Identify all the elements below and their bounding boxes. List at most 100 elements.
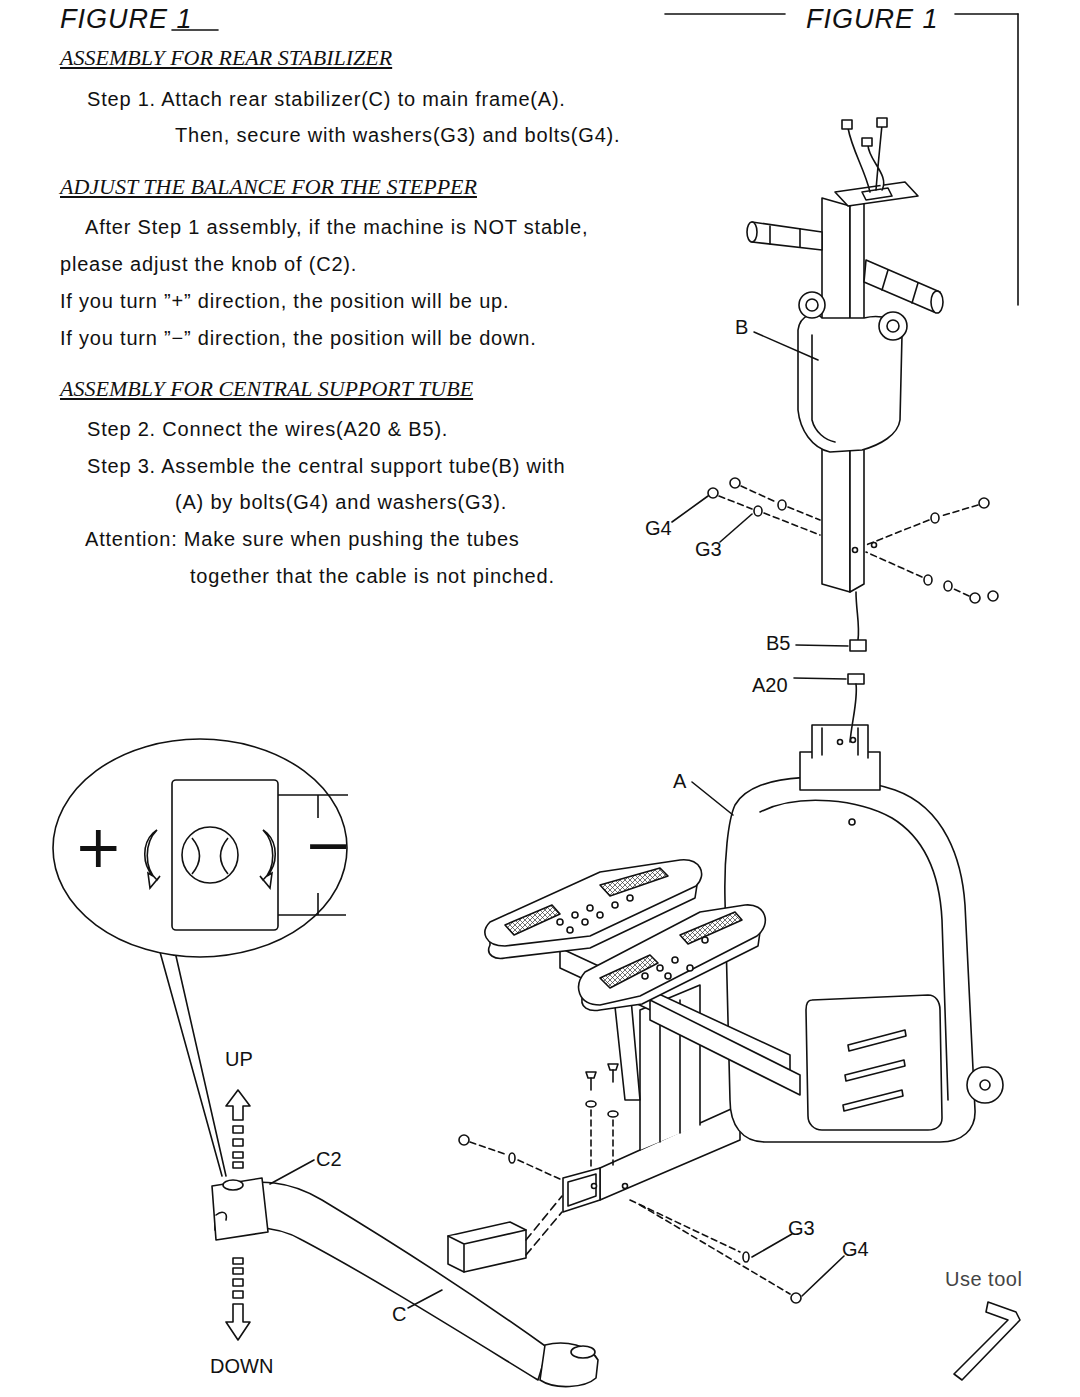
direction-label: DOWN xyxy=(210,1356,273,1376)
central-support-tube xyxy=(770,226,800,247)
pedal xyxy=(579,905,766,1005)
direction-arrow xyxy=(233,1126,243,1133)
section-heading: ADJUST THE BALANCE FOR THE STEPPER xyxy=(60,176,477,198)
main-frame-base xyxy=(568,1174,596,1206)
direction-sign: − xyxy=(304,816,353,874)
direction-arrow xyxy=(226,1090,250,1340)
central-support-tube xyxy=(747,222,757,242)
leader-line xyxy=(672,496,708,522)
direction-sign: + xyxy=(74,818,123,876)
pedal xyxy=(702,937,708,943)
bolt-washer xyxy=(640,1205,790,1294)
figure-rule xyxy=(1017,14,1019,305)
direction-arrow xyxy=(233,1258,243,1264)
central-support-tube xyxy=(848,125,884,192)
main-frame xyxy=(845,1060,905,1081)
central-support-tube xyxy=(877,118,887,127)
rotation-arrow xyxy=(260,830,275,888)
central-support-tube xyxy=(752,222,822,250)
instruction-text: Attention: Make sure when pushing the tu… xyxy=(85,529,520,549)
instruction-text: together that the cable is not pinched. xyxy=(190,566,555,586)
rear-stabilizer xyxy=(212,1178,268,1240)
pedal xyxy=(600,868,668,896)
main-frame xyxy=(967,1067,1003,1103)
main-frame xyxy=(812,725,868,758)
part-label: G3 xyxy=(788,1218,815,1238)
main-frame xyxy=(848,1030,906,1051)
main-frame xyxy=(849,819,855,825)
central-support-tube xyxy=(747,118,943,742)
bolt-washer xyxy=(741,486,776,502)
part-label: G3 xyxy=(695,539,722,559)
direction-arrow xyxy=(233,1291,243,1298)
direction-arrow xyxy=(233,1268,243,1274)
main-frame xyxy=(980,1080,990,1090)
bolt-washer xyxy=(612,1070,614,1082)
main-frame-base xyxy=(563,1168,600,1212)
part-label: G4 xyxy=(645,518,672,538)
central-support-tube xyxy=(799,292,825,318)
part-label: C xyxy=(392,1304,406,1324)
central-support-tube xyxy=(850,684,856,742)
pedal xyxy=(600,955,658,988)
bolt-washer xyxy=(979,498,989,508)
direction-arrow xyxy=(226,1304,250,1340)
bolt-washer xyxy=(459,1135,469,1145)
instruction-text: After Step 1 assembly, if the machine is… xyxy=(85,217,588,237)
central-support-tube xyxy=(879,312,907,340)
central-support-tube xyxy=(806,299,818,311)
central-support-tube xyxy=(862,188,892,200)
bolt-washer xyxy=(586,1101,596,1107)
main-frame xyxy=(822,728,858,755)
stabilizer-end xyxy=(172,780,278,930)
bolt-washer xyxy=(743,1252,749,1262)
pedal xyxy=(572,912,578,918)
direction-arrow xyxy=(233,1279,243,1286)
pedal xyxy=(587,905,593,911)
instruction-text: Step 1. Attach rear stabilizer(C) to mai… xyxy=(87,89,566,109)
bolt-washer xyxy=(778,500,786,510)
magnifier-leader xyxy=(160,952,222,1176)
rear-stabilizer xyxy=(448,1222,526,1272)
pedal xyxy=(485,860,765,1011)
instruction-text: Step 2. Connect the wires(A20 & B5). xyxy=(87,419,448,439)
magnified-detail: +− xyxy=(52,738,348,958)
pedal xyxy=(567,927,573,933)
instruction-text: Then, secure with washers(G3) and bolts(… xyxy=(175,125,620,145)
bolt-washer xyxy=(719,496,752,509)
pedal xyxy=(687,965,693,971)
rear-stabilizer xyxy=(571,1346,595,1358)
bolt-washer xyxy=(944,581,952,591)
bolt-washer xyxy=(730,478,740,488)
bolt-washer xyxy=(924,575,932,585)
bolt-washer xyxy=(988,591,998,601)
part-label: G4 xyxy=(842,1239,869,1259)
direction-arrow xyxy=(233,1139,243,1146)
rear-stabilizer xyxy=(526,1212,562,1255)
leader-line xyxy=(754,332,818,360)
main-frame xyxy=(806,995,942,1130)
figure-title: FIGURE 1 xyxy=(806,6,939,33)
bolt-washer xyxy=(754,506,762,516)
main-frame xyxy=(851,738,856,743)
part-label: B5 xyxy=(766,633,790,653)
pedal xyxy=(627,895,633,901)
magnifier-leader xyxy=(160,952,226,1176)
part-label: C2 xyxy=(316,1149,342,1169)
rear-stabilizer xyxy=(223,1180,243,1190)
bolt-washer xyxy=(788,507,820,520)
part-label: A20 xyxy=(752,675,788,695)
leader-line xyxy=(692,782,733,815)
bolt-washer xyxy=(708,488,718,498)
instruction-text: If you turn ”+” direction, the position … xyxy=(60,291,509,311)
bolt-washer xyxy=(866,552,922,577)
magnifier-leader xyxy=(176,956,226,1176)
leader-line xyxy=(794,678,846,679)
bolt-washer xyxy=(954,589,969,596)
bolt-washer xyxy=(791,1293,801,1303)
pedal xyxy=(612,902,618,908)
rear-stabilizer xyxy=(448,1230,526,1272)
central-support-tube xyxy=(887,320,899,332)
leader-line xyxy=(752,1234,792,1257)
frame-edge xyxy=(317,893,319,915)
